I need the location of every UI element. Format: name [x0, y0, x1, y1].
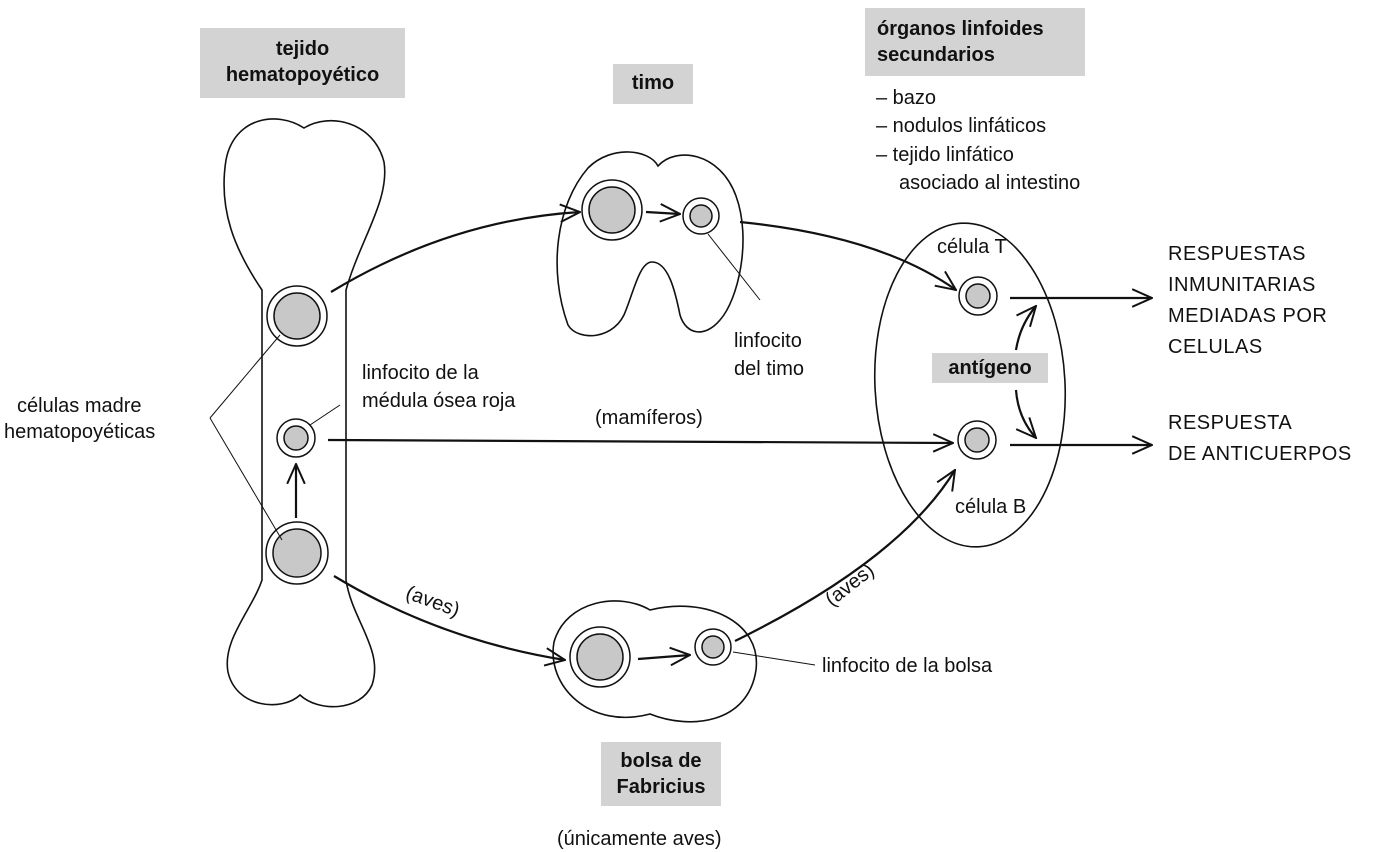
hematopoietic-tissue-line-2: hematopoyético: [225, 64, 380, 86]
bursa-lymphocyte-label: linfocito de la bolsa: [822, 655, 993, 677]
secondary-organs-item-spleen: – bazo: [876, 87, 937, 109]
bursa-stem-cell: [569, 626, 631, 688]
bone-marrow-lymphocyte-cell: [276, 418, 316, 458]
thymus-label-text: timo: [631, 72, 675, 94]
leader-bone-marrow-lymphocyte: [309, 404, 341, 426]
thymus-lymphocyte-label-line-2: del timo: [734, 358, 805, 380]
arrow-marrow-to-bcell-mammals: [327, 440, 953, 443]
cell-mediated-response-label: RESPUESTAS INMUNITARIAS MEDIADAS POR CEL…: [1168, 239, 1327, 363]
mammals-label: (mamíferos): [595, 407, 703, 429]
thymus-label: timo: [613, 64, 693, 104]
leader-stem-cells-upper: [209, 334, 281, 419]
cell-mediated-response-line-3: MEDIADAS POR: [1168, 305, 1328, 327]
stem-cells-label-line-2: hematopoyéticas: [4, 421, 156, 443]
thymus-stem-cell: [581, 179, 643, 241]
secondary-organs-item-lymph-nodes: – nodulos linfáticos: [876, 115, 1047, 137]
cell-mediated-response-line-2: INMUNITARIAS: [1168, 274, 1316, 296]
secondary-organs-line-2: secundarios: [877, 44, 995, 66]
birds-only-label: (únicamente aves): [557, 828, 722, 850]
t-cell-label: célula T: [937, 236, 1007, 258]
thymus-lymphocyte-label-line-1: linfocito: [734, 330, 802, 352]
stem-cell-upper: [266, 285, 328, 347]
leader-thymus-lymphocyte: [707, 233, 761, 301]
secondary-organs-label: órganos linfoides secundarios: [865, 8, 1085, 76]
secondary-lymphoid-organ-shape: [873, 222, 1067, 548]
arrow-antigen-to-bcell: [1014, 389, 1036, 438]
arrow-bursa-to-bcell: [734, 470, 955, 642]
arrow-marrow-to-thymus: [330, 212, 580, 293]
antibody-response-label: RESPUESTA DE ANTICUERPOS: [1168, 408, 1352, 470]
bursa-lymphocyte-cell: [694, 628, 732, 666]
arrow-thymus-to-tcell: [739, 220, 956, 290]
b-cell: [957, 420, 997, 460]
arrow-bursa-internal: [637, 655, 690, 659]
bursa-label-line-1: bolsa de: [620, 750, 702, 772]
antigen-label-text: antígeno: [948, 357, 1032, 379]
arrow-marrow-to-bursa: [333, 575, 565, 660]
arrow-thymus-internal: [645, 212, 680, 214]
secondary-organs-line-1: órganos linfoides: [877, 18, 1044, 40]
t-cell: [958, 276, 998, 316]
cell-mediated-response-line-1: RESPUESTAS: [1168, 243, 1306, 265]
leader-stem-cells-lower: [209, 417, 283, 541]
antibody-response-line-1: RESPUESTA: [1168, 412, 1293, 434]
cell-mediated-response-line-4: CELULAS: [1168, 336, 1263, 358]
arrow-antigen-to-tcell: [1014, 306, 1036, 351]
bursa-label: bolsa de Fabricius: [601, 742, 721, 806]
stem-cells-label-line-1: células madre: [17, 395, 142, 417]
b-cell-label: célula B: [955, 496, 1027, 518]
bone-shape: [223, 118, 386, 708]
hematopoietic-tissue-label: tejido hematopoyético: [200, 28, 405, 98]
hematopoietic-tissue-line-1: tejido: [275, 38, 330, 60]
bone-marrow-lymphocyte-label-line-2: médula ósea roja: [362, 390, 516, 412]
secondary-organs-item-gut-tissue: – tejido linfático: [876, 144, 1014, 166]
secondary-organs-item-gut-tissue-cont: asociado al intestino: [899, 172, 1081, 194]
bone-marrow-lymphocyte-label-line-1: linfocito de la: [362, 362, 479, 384]
bursa-label-line-2: Fabricius: [616, 776, 706, 798]
leader-bursa-lymphocyte: [732, 651, 816, 666]
antibody-response-line-2: DE ANTICUERPOS: [1168, 443, 1352, 465]
thymus-lymphocyte-cell: [682, 197, 720, 235]
stem-cell-lower: [265, 521, 329, 585]
antigen-label: antígeno: [932, 353, 1048, 383]
